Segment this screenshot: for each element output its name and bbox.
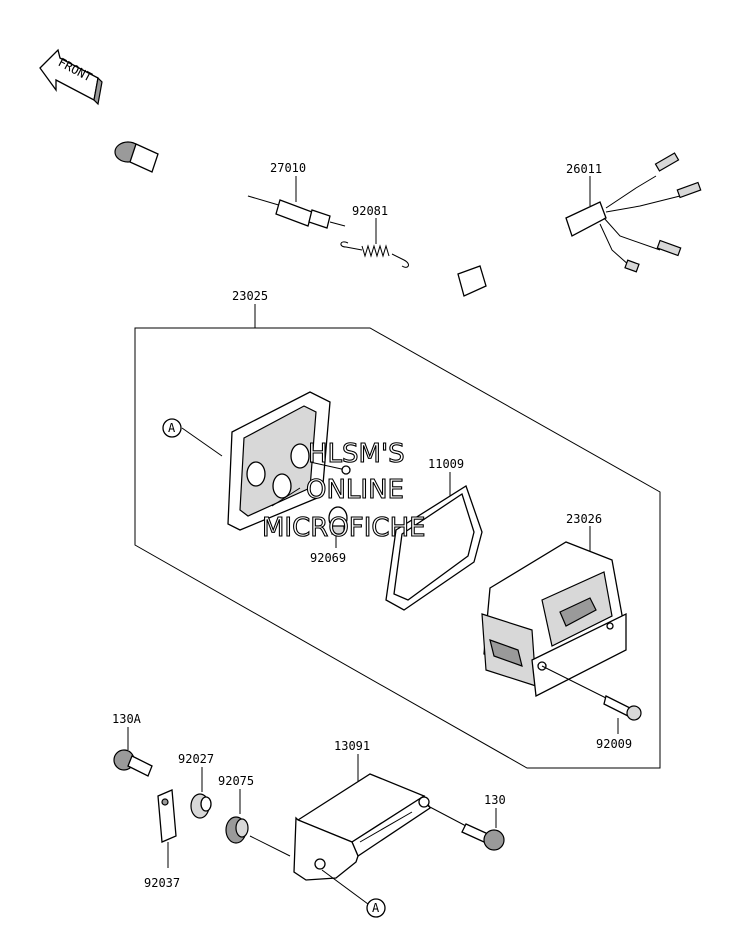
label-11009: 11009 [428, 457, 464, 471]
callout-a-top: A [162, 418, 182, 438]
label-92037: 92037 [144, 876, 180, 890]
label-130: 130 [484, 793, 506, 807]
part-13091-bracket[interactable] [293, 773, 431, 881]
part-11009-gasket[interactable] [385, 485, 483, 611]
label-23025: 23025 [232, 289, 268, 303]
leader-92009-lens [541, 665, 607, 699]
label-92075: 92075 [218, 774, 254, 788]
label-130A: 130A [112, 712, 142, 726]
part-130a-bolt[interactable] [113, 749, 153, 777]
label-92009: 92009 [596, 737, 632, 751]
assembly-23025-outline [134, 327, 661, 769]
leader-130-bracket [427, 805, 467, 827]
svg-text:A: A [372, 901, 380, 915]
leader-a-top [181, 427, 223, 457]
leader-92075-bracket [249, 835, 291, 857]
callout-a-bottom: A [366, 898, 386, 918]
svg-text:A: A [168, 421, 176, 435]
label-92081: 92081 [352, 204, 388, 218]
part-92037-strap[interactable] [157, 789, 177, 843]
part-130-bolt[interactable] [461, 823, 505, 851]
part-23026-lens[interactable] [481, 541, 627, 698]
label-92069: 92069 [310, 551, 346, 565]
part-92027-collar[interactable] [190, 793, 212, 819]
label-27010: 27010 [270, 161, 306, 175]
part-26011-harness[interactable] [457, 152, 702, 297]
part-base-frame[interactable] [227, 391, 351, 531]
part-92075-grommet[interactable] [225, 816, 249, 844]
part-92069-bulb[interactable] [328, 506, 348, 535]
label-13091: 13091 [334, 739, 370, 753]
label-23026: 23026 [566, 512, 602, 526]
part-27010-switch[interactable] [114, 141, 346, 229]
watermark-line-2: ONLINE [306, 475, 404, 505]
leader-a-bottom [321, 869, 369, 905]
part-92009-screw[interactable] [603, 695, 642, 721]
part-92081-spring[interactable] [340, 241, 409, 268]
label-92027: 92027 [178, 752, 214, 766]
watermark-line-3: MICROFICHE [262, 513, 426, 543]
label-26011: 26011 [566, 162, 602, 176]
watermark: HLSM'S ONLINE MICROFICHE [261, 438, 426, 543]
watermark-line-1: HLSM'S [308, 439, 405, 469]
front-arrow-icon: FRONT [39, 48, 103, 106]
